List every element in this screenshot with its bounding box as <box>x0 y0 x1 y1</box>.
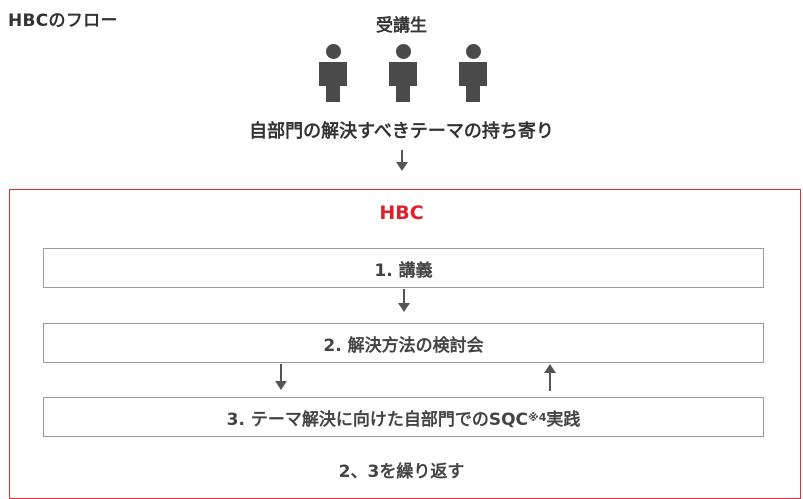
hbc-label: HBC <box>379 202 424 224</box>
person-icon <box>458 44 488 102</box>
repeat-label: 2、3を繰り返す <box>338 462 465 482</box>
person-icon <box>388 44 418 102</box>
diagram-title: HBCのフロー <box>8 11 118 31</box>
footnote-mark: ※4 <box>528 410 547 424</box>
bring-in-label: 自部門の解決すべきテーマの持ち寄り <box>249 121 554 142</box>
arrow-down-icon <box>396 150 408 172</box>
trainees-icons <box>318 44 502 104</box>
step-1-box: 1. 講義 <box>43 248 764 288</box>
arrow-down-icon <box>398 289 410 313</box>
arrow-up-icon <box>544 364 556 391</box>
step-2-label: 2. 解決方法の検討会 <box>323 335 484 356</box>
step-1-label: 1. 講義 <box>374 260 433 281</box>
trainees-label: 受講生 <box>376 16 427 36</box>
step-3-label: 3. テーマ解決に向けた自部門でのSQC <box>226 409 529 430</box>
step-2-box: 2. 解決方法の検討会 <box>43 323 764 363</box>
step-3-label-tail: 実践 <box>546 409 581 430</box>
arrow-down-icon <box>275 364 287 391</box>
person-icon <box>318 44 348 102</box>
